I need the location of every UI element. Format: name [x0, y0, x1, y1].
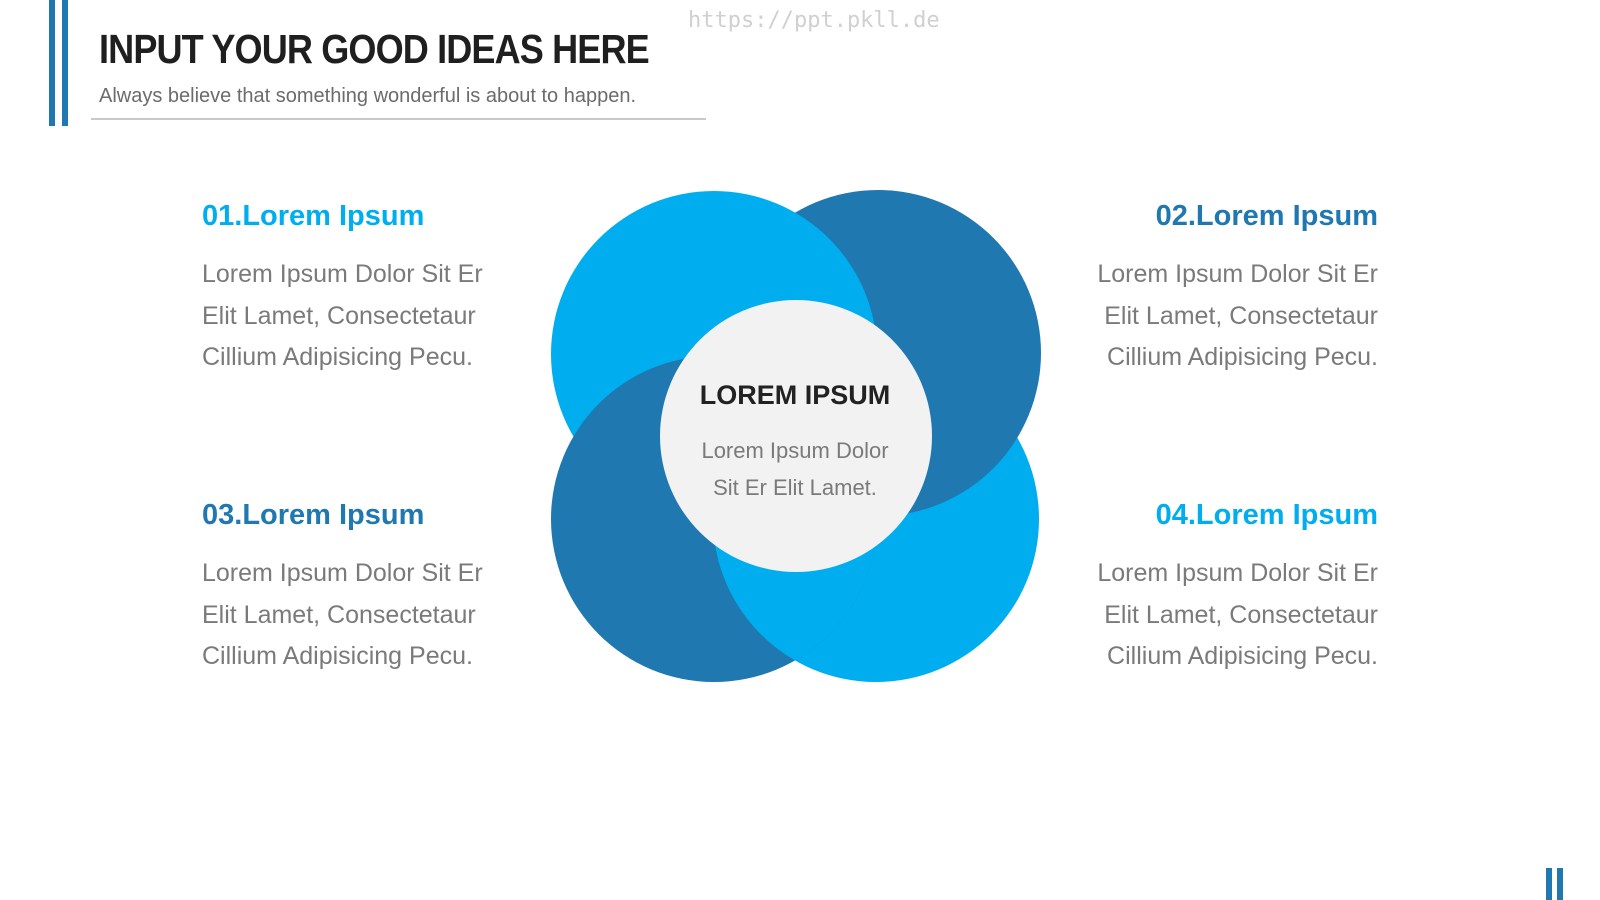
- item-body-line: Cillium Adipisicing Pecu.: [1107, 642, 1378, 670]
- item-body-line: Elit Lamet, Consectetaur: [202, 301, 476, 330]
- item-heading: 02.Lorem Ipsum: [1155, 200, 1378, 232]
- item-heading: 04.Lorem Ipsum: [1155, 499, 1378, 531]
- item-body: Lorem Ipsum Dolor Sit Er Elit Lamet, Con…: [1058, 254, 1378, 379]
- item-body: Lorem Ipsum Dolor Sit Er Elit Lamet, Con…: [202, 553, 522, 678]
- header-divider: [91, 118, 706, 120]
- item-body-line: Elit Lamet, Consectetaur: [202, 600, 476, 629]
- item-body: Lorem Ipsum Dolor Sit Er Elit Lamet, Con…: [202, 254, 522, 379]
- item-body-line: Lorem Ipsum Dolor Sit Er: [1097, 559, 1378, 587]
- header-accent-bar: [62, 0, 68, 126]
- center-body: Lorem Ipsum Dolor Sit Er Elit Lamet.: [660, 432, 930, 506]
- item-02: 02.Lorem Ipsum Lorem Ipsum Dolor Sit Er …: [1058, 198, 1378, 379]
- slide-title: INPUT YOUR GOOD IDEAS HERE: [99, 26, 650, 72]
- item-heading: 03.Lorem Ipsum: [202, 499, 425, 531]
- item-body-line: Cillium Adipisicing Pecu.: [202, 642, 473, 670]
- item-body-line: Cillium Adipisicing Pecu.: [202, 343, 473, 371]
- item-body-line: Elit Lamet, Consectetaur: [1104, 600, 1378, 629]
- slide-subtitle: Always believe that something wonderful …: [99, 85, 637, 107]
- corner-accent-bar: [1557, 868, 1563, 900]
- item-body-line: Lorem Ipsum Dolor Sit Er: [202, 559, 483, 587]
- item-body-line: Lorem Ipsum Dolor Sit Er: [202, 260, 483, 288]
- center-title: LOREM IPSUM: [699, 380, 891, 410]
- item-04: 04.Lorem Ipsum Lorem Ipsum Dolor Sit Er …: [1058, 497, 1378, 678]
- item-heading: 01.Lorem Ipsum: [202, 200, 425, 232]
- item-body: Lorem Ipsum Dolor Sit Er Elit Lamet, Con…: [1058, 553, 1378, 678]
- center-body-line: Lorem Ipsum Dolor: [701, 438, 889, 463]
- center-circle: [660, 300, 932, 572]
- item-body-line: Cillium Adipisicing Pecu.: [1107, 343, 1378, 371]
- item-03: 03.Lorem Ipsum Lorem Ipsum Dolor Sit Er …: [202, 497, 522, 678]
- item-01: 01.Lorem Ipsum Lorem Ipsum Dolor Sit Er …: [202, 198, 522, 379]
- header-accent-bar: [49, 0, 55, 126]
- item-body-line: Elit Lamet, Consectetaur: [1104, 301, 1378, 330]
- item-body-line: Lorem Ipsum Dolor Sit Er: [1097, 260, 1378, 288]
- center-body-line: Sit Er Elit Lamet.: [713, 475, 877, 500]
- watermark: https://ppt.pkll.de: [688, 8, 940, 33]
- corner-accent-bar: [1546, 868, 1552, 900]
